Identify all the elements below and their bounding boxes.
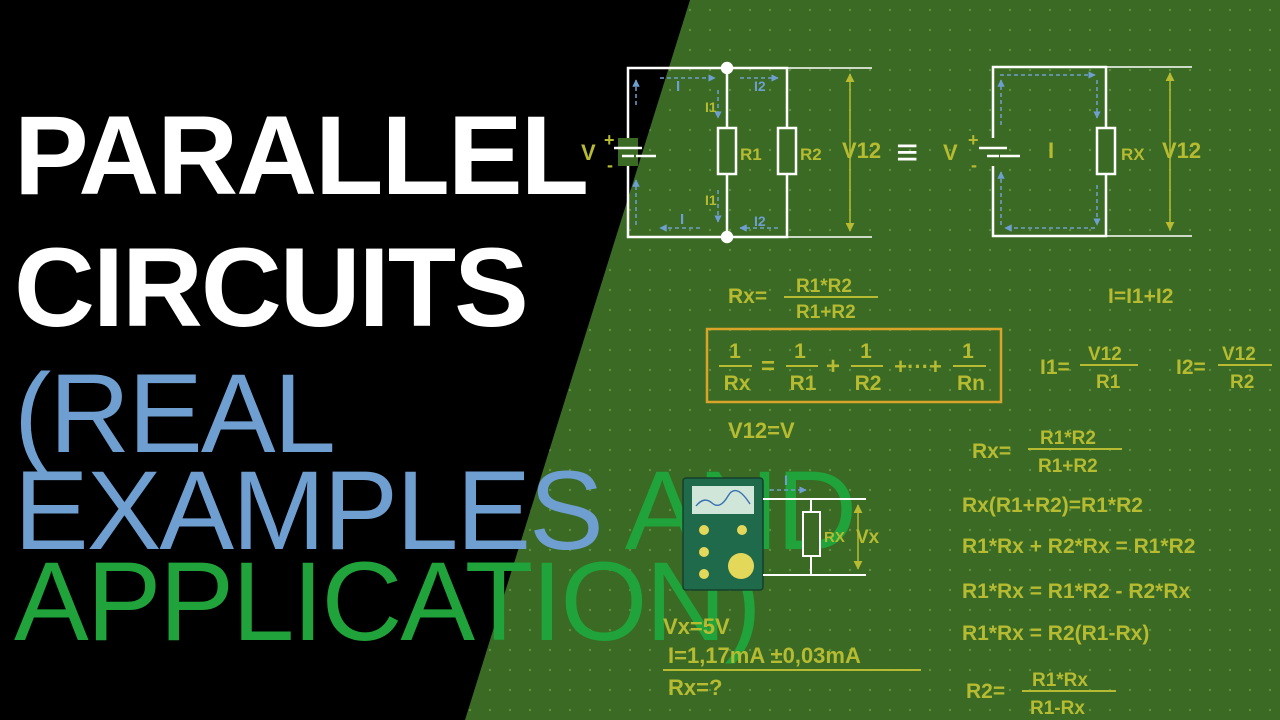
circuit1-i2-top: I2: [754, 78, 766, 94]
derivation-line-3: R1*Rx = R1*R2 - R2*Rx: [962, 580, 1191, 603]
circuit1-r1-label: R1: [740, 145, 762, 164]
circuit1-r2-label: R2: [800, 145, 822, 164]
derivation-r2: R2= R1*Rx R1-Rx: [966, 670, 1116, 719]
circuit1-v-label: V: [581, 140, 596, 165]
derivation-rx: Rx= R1*R2 R1+R2: [972, 428, 1122, 477]
svg-text:1: 1: [962, 340, 974, 363]
svg-text:R2: R2: [855, 372, 882, 395]
equivalence-symbol: ≡: [896, 132, 918, 174]
meter-i-label: I: [784, 472, 788, 488]
svg-text:=: =: [761, 353, 775, 380]
battery-minus: -: [607, 155, 613, 175]
circuit1-i-bottom: I: [680, 211, 684, 228]
i2-formula: I2= V12 R2: [1176, 344, 1272, 393]
svg-text:+: +: [826, 353, 840, 380]
meter-vx-label: Vx: [856, 527, 880, 548]
current-sum-formula: I=I1+I2: [1108, 285, 1173, 308]
derivation-line-1: Rx(R1+R2)=R1*R2: [962, 494, 1143, 517]
svg-text:R1*R2: R1*R2: [1040, 428, 1096, 449]
title-line-2: CIRCUITS: [14, 225, 529, 350]
svg-text:R1+R2: R1+R2: [1038, 456, 1098, 477]
measure-i: I=1,17mA ±0,03mA: [668, 643, 861, 668]
battery-plus: +: [604, 130, 615, 150]
circuit2-v12-label: V12: [1162, 138, 1201, 163]
svg-text:V12: V12: [1088, 344, 1122, 365]
svg-text:V12: V12: [1222, 344, 1256, 365]
title-line-1: PARALLEL: [14, 93, 589, 218]
battery2-plus: +: [968, 130, 979, 150]
v12-equals-v: V12=V: [728, 418, 795, 443]
derivation-line-4: R1*Rx = R2(R1-Rx): [962, 622, 1149, 645]
circuit2-i-label: I: [1048, 138, 1054, 163]
svg-text:I1=: I1=: [1040, 356, 1070, 379]
battery2-minus: -: [971, 155, 977, 175]
svg-text:Rx=: Rx=: [972, 440, 1011, 463]
multimeter-icon: [682, 477, 764, 591]
svg-text:I2=: I2=: [1176, 356, 1206, 379]
derivation-line-2: R1*Rx + R2*Rx = R1*R2: [962, 535, 1195, 558]
svg-text:Rx: Rx: [724, 372, 751, 395]
circuit1-i2-bottom: I2: [754, 213, 766, 229]
svg-text:1: 1: [794, 340, 806, 363]
title-line-5: APPLICATION): [14, 539, 762, 664]
svg-text:R1: R1: [790, 372, 817, 395]
parallel-circuit-diagram: [614, 61, 872, 244]
measure-rx: Rx=?: [668, 675, 722, 700]
circuit1-i-top: I: [676, 78, 680, 95]
svg-text:Rx=: Rx=: [728, 285, 767, 308]
circuit2-v-label: V: [943, 140, 958, 165]
circuit1-current-arrows: [632, 74, 779, 232]
equivalent-circuit-diagram: [979, 65, 1192, 238]
title-examples: EXAMPLES: [14, 448, 604, 573]
i1-formula: I1= V12 R1: [1040, 344, 1138, 393]
svg-text:1: 1: [860, 340, 872, 363]
svg-text:Rn: Rn: [957, 372, 985, 395]
svg-text:R1: R1: [1096, 372, 1121, 393]
circuit1-v12-label: V12: [842, 138, 881, 163]
svg-text:R1-Rx: R1-Rx: [1030, 698, 1085, 719]
svg-text:R1*R2: R1*R2: [796, 276, 852, 297]
svg-text:+···+: +···+: [894, 354, 942, 379]
multimeter-circuit: [763, 498, 866, 576]
svg-text:R2: R2: [1230, 372, 1254, 393]
reciprocal-formula-box: [705, 327, 1003, 404]
measure-vx: Vx=5V: [663, 614, 730, 639]
circuit2-current-loop: [997, 71, 1101, 232]
circuit2-rx-label: RX: [1121, 145, 1145, 164]
circuit1-i1-top: I1: [705, 99, 717, 115]
title-line-3: (REAL: [14, 351, 336, 476]
meter-rx-label: RX: [824, 529, 845, 546]
rx-formula: Rx= R1*R2 R1+R2: [728, 276, 878, 323]
svg-text:R1*Rx: R1*Rx: [1032, 670, 1088, 691]
reciprocal-formula: 1 Rx = 1 R1 + 1 R2 +···+ 1 Rn: [719, 340, 986, 395]
svg-text:R1+R2: R1+R2: [796, 302, 856, 323]
circuit1-i1-bottom: I1: [705, 192, 717, 208]
svg-text:R2=: R2=: [966, 680, 1005, 703]
svg-text:1: 1: [729, 340, 741, 363]
